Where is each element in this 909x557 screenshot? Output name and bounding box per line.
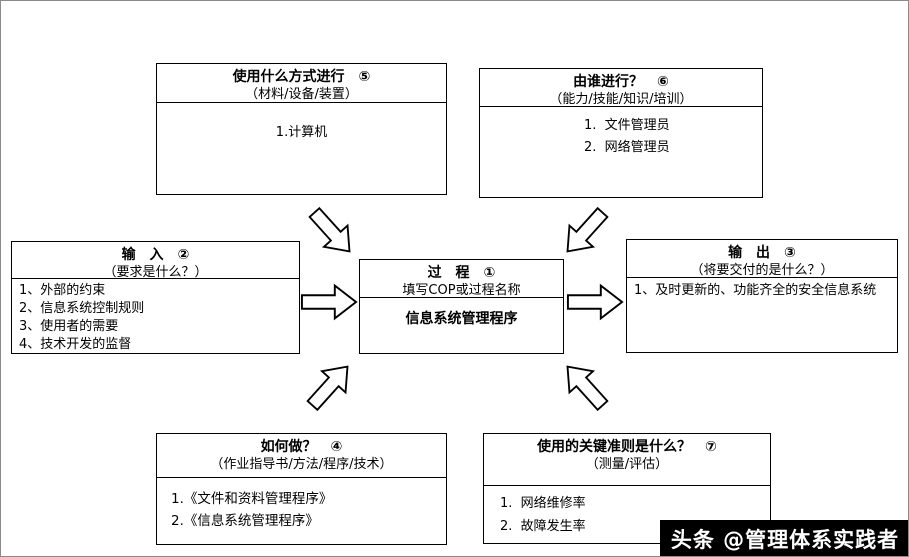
box-process: 过 程 ① 填写COP或过程名称 信息系统管理程序: [359, 259, 564, 354]
box-criteria-subtitle: （测量/评估）: [585, 457, 669, 472]
box-who-subtitle: （能力/技能/知识/培训）: [549, 92, 693, 107]
method-item: 1.计算机: [275, 125, 328, 140]
box-output-header: 输 出 ③ （将要交付的是什么？）: [627, 240, 897, 278]
arrow-who-to-process-icon: [566, 206, 609, 253]
box-input-body: 1、外部的约束 2、信息系统控制规则 3、使用者的需要 4、技术开发的监督: [12, 279, 299, 354]
box-who-body: 1. 文件管理员 2. 网络管理员: [480, 107, 762, 159]
box-criteria-body: 1. 网络维修率 2. 故障发生率: [484, 486, 770, 538]
box-process-subtitle: 填写COP或过程名称: [402, 283, 521, 298]
box-output: 输 出 ③ （将要交付的是什么？） 1、及时更新的、功能齐全的安全信息系统: [626, 239, 898, 353]
box-who: 由谁进行？ ⑥ （能力/技能/知识/培训） 1. 文件管理员 2. 网络管理员: [479, 68, 763, 198]
arrow-process-to-output-icon: [566, 283, 624, 321]
box-how-title: 如何做？ ④: [260, 439, 343, 455]
who-item: 2. 网络管理员: [584, 140, 670, 155]
box-criteria-header: 使用的关键准则是什么？ ⑦ （测量/评估）: [484, 434, 770, 486]
box-how-header: 如何做？ ④ （作业指导书/方法/程序/技术）: [157, 434, 446, 478]
output-item: 1、及时更新的、功能齐全的安全信息系统: [634, 283, 877, 298]
box-input-title: 输 入 ②: [121, 247, 190, 263]
input-item: 4、技术开发的监督: [19, 337, 132, 352]
box-output-subtitle: （将要交付的是什么？）: [690, 263, 834, 278]
criteria-item: 1. 网络维修率: [500, 496, 586, 511]
box-criteria-title: 使用的关键准则是什么？ ⑦: [537, 439, 717, 455]
box-how-subtitle: （作业指导书/方法/程序/技术）: [210, 457, 393, 472]
box-who-title: 由谁进行？ ⑥: [573, 74, 669, 90]
process-name: 信息系统管理程序: [405, 311, 518, 327]
box-input-header: 输 入 ② （要求是什么？）: [12, 242, 299, 279]
box-process-header: 过 程 ① 填写COP或过程名称: [360, 260, 563, 298]
arrow-method-to-process-icon: [308, 206, 351, 253]
arrow-how-to-process-icon: [306, 365, 349, 412]
box-method-header: 使用什么方式进行 ⑤ （材料/设备/装置）: [157, 64, 446, 103]
box-output-title: 输 出 ③: [728, 245, 796, 261]
watermark-badge: 头条 @管理体系实践者: [660, 520, 908, 556]
arrow-criteria-to-process-icon: [566, 365, 609, 412]
box-criteria: 使用的关键准则是什么？ ⑦ （测量/评估） 1. 网络维修率 2. 故障发生率: [483, 433, 771, 544]
how-item: 1.《文件和资料管理程序》: [171, 491, 333, 507]
criteria-item: 2. 故障发生率: [500, 519, 586, 534]
box-method: 使用什么方式进行 ⑤ （材料/设备/装置） 1.计算机: [156, 63, 447, 195]
box-process-body: 信息系统管理程序: [360, 298, 563, 328]
box-input-subtitle: （要求是什么？）: [103, 265, 208, 279]
input-item: 1、外部的约束: [19, 283, 106, 298]
how-item: 2.《信息系统管理程序》: [171, 513, 319, 529]
arrow-input-to-process-icon: [300, 283, 358, 321]
box-output-body: 1、及时更新的、功能齐全的安全信息系统: [627, 278, 897, 300]
box-how: 如何做？ ④ （作业指导书/方法/程序/技术） 1.《文件和资料管理程序》 2.…: [156, 433, 447, 545]
box-process-title: 过 程 ①: [427, 265, 496, 281]
box-method-title: 使用什么方式进行 ⑤: [232, 69, 371, 85]
input-item: 3、使用者的需要: [19, 319, 119, 334]
watermark-text: 头条 @管理体系实践者: [670, 528, 900, 552]
box-who-header: 由谁进行？ ⑥ （能力/技能/知识/培训）: [480, 69, 762, 107]
box-method-body: 1.计算机: [157, 103, 446, 140]
box-method-subtitle: （材料/设备/装置）: [245, 87, 358, 102]
box-how-body: 1.《文件和资料管理程序》 2.《信息系统管理程序》: [157, 478, 446, 532]
box-input: 输 入 ② （要求是什么？） 1、外部的约束 2、信息系统控制规则 3、使用者的…: [11, 241, 300, 354]
input-item: 2、信息系统控制规则: [19, 301, 145, 316]
who-item: 1. 文件管理员: [584, 118, 670, 133]
